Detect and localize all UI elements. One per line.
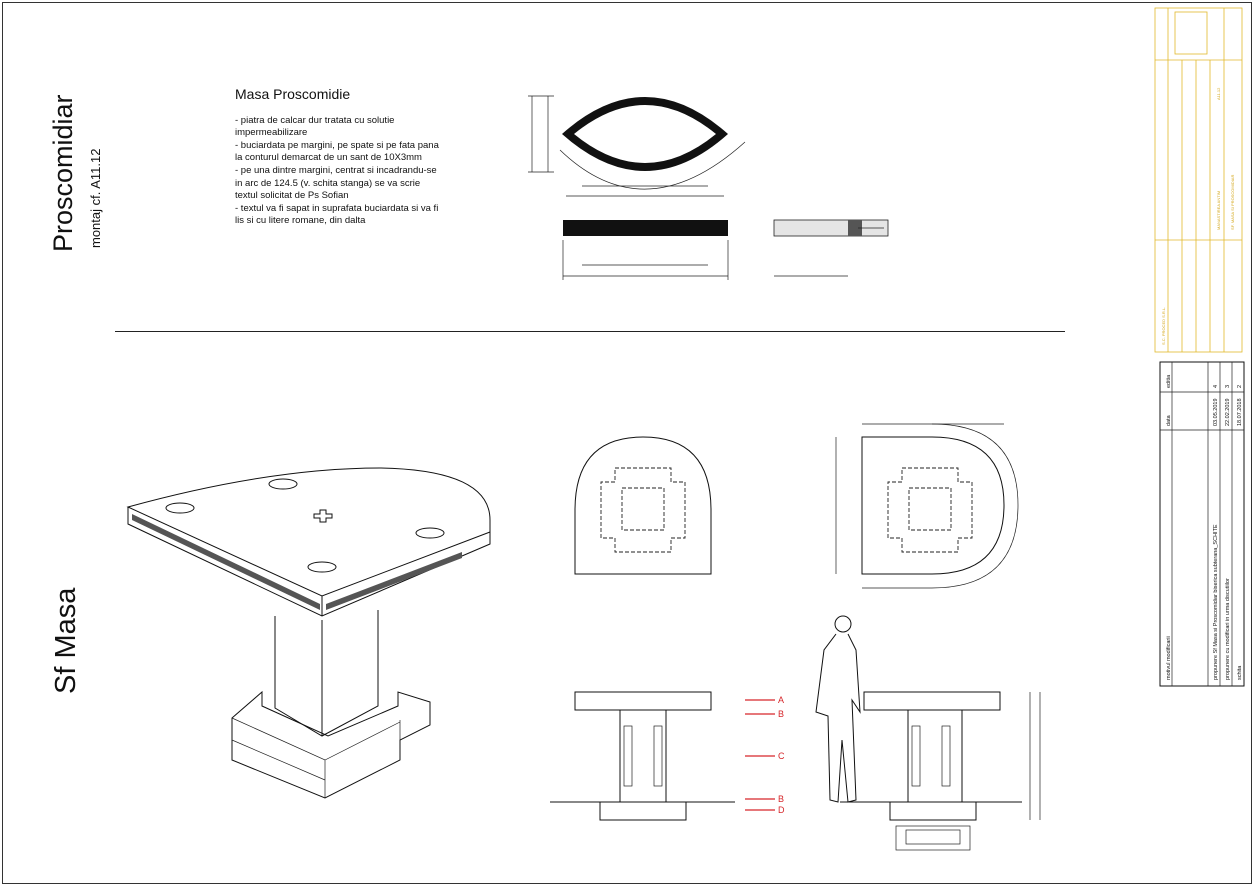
note-line: - textul va fi sapat in suprafata buciar… (235, 202, 439, 227)
revision-date: 22.02.2019 (1225, 398, 1231, 426)
altar-elevation-left (550, 691, 735, 821)
marker-a: A (778, 695, 784, 705)
title-block-company: S.C. PROCED S.R.L. (1161, 307, 1166, 345)
revision-date: 18.07.2018 (1237, 398, 1243, 426)
notes-heading: Masa Proscomidie (235, 86, 351, 102)
revision-date: 03.05.2019 (1213, 398, 1219, 426)
marker-c: C (778, 751, 785, 761)
revisions-table: editia data motivul modificarii 4 03.05.… (1159, 361, 1245, 687)
note-line: - pe una dintre margini, centrat si inca… (235, 164, 437, 202)
specification-notes: Masa Proscomidie - piatra de calcar dur … (235, 86, 445, 228)
revision-change: schita (1237, 665, 1243, 680)
title-block: S.C. PROCED S.R.L. MANASTIREA ANTIM SF. … (1154, 7, 1243, 353)
marker-b-lower: B (778, 794, 784, 804)
title-block-drawing: SF. MASA SI PROSCOMIDIAR (1230, 175, 1235, 230)
revisions-header-changes: motivul modificarii (1166, 636, 1172, 680)
altar-elevation-right (840, 691, 1041, 851)
altar-isometric-view (126, 467, 491, 799)
proscomidiar-side-section (773, 219, 889, 277)
revisions-header-edition: editia (1166, 374, 1172, 388)
human-scale-figure (815, 615, 861, 803)
title-block-sheet-code: A11.12 (1216, 87, 1221, 100)
altar-plan-view (574, 436, 712, 575)
section-divider (115, 331, 1065, 332)
revision-change: propunere Sf Masa si Proscomidiar biseri… (1213, 524, 1219, 680)
title-block-project: MANASTIREA ANTIM (1216, 191, 1221, 230)
revision-edition: 3 (1225, 385, 1231, 388)
proscomidiar-front-view (562, 220, 729, 280)
revision-change: propunere cu modificari in urma discutii… (1225, 578, 1231, 680)
revision-edition: 4 (1213, 385, 1219, 388)
marker-b: B (778, 709, 784, 719)
marker-d: D (778, 805, 785, 815)
altar-plan-dimensioned (835, 423, 1019, 589)
note-line: - buciardata pe margini, pe spate si pe … (235, 139, 439, 164)
section-markers: A B C B D (745, 695, 785, 815)
note-line: - piatra de calcar dur tratata cu soluti… (235, 114, 395, 139)
revisions-header-date: data (1166, 414, 1172, 426)
revision-edition: 2 (1237, 385, 1243, 388)
proscomidiar-plan-view (528, 95, 746, 197)
